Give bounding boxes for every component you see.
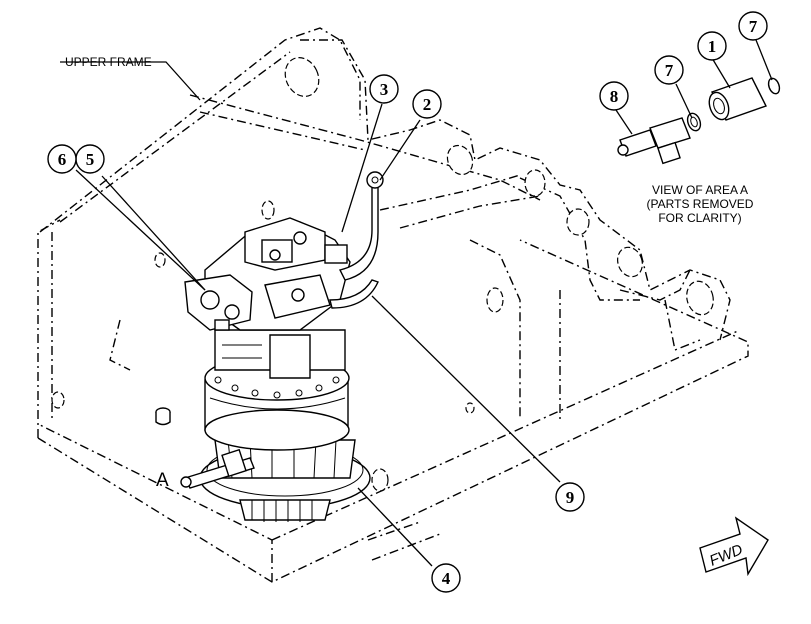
callout-1: 1	[697, 31, 727, 61]
forward-arrow: FWD	[699, 516, 769, 577]
view-area-a-parts	[617, 77, 781, 165]
callout-3: 3	[369, 74, 399, 104]
view-area-a-title: VIEW OF AREA A	[652, 183, 748, 197]
area-a-label: A	[156, 470, 169, 491]
callout-6: 6	[47, 144, 77, 174]
callout-9-number: 9	[566, 488, 575, 507]
hose	[329, 171, 384, 309]
callout-6-number: 6	[58, 150, 67, 169]
leader-lines	[60, 39, 773, 567]
callout-5-number: 5	[86, 150, 95, 169]
callout-2: 2	[412, 89, 442, 119]
callout-9: 9	[555, 482, 585, 512]
callout-7-right: 7	[738, 11, 768, 41]
callout-3-number: 3	[380, 80, 389, 99]
callout-7-left: 7	[654, 55, 684, 85]
callout-8-number: 8	[610, 87, 619, 106]
upper-frame-label: UPPER FRAME	[65, 55, 152, 69]
callout-8: 8	[599, 81, 629, 111]
callout-7-right-number: 7	[749, 17, 758, 36]
callout-5: 5	[75, 144, 105, 174]
upper-frame-outline	[37, 27, 749, 583]
callout-1-number: 1	[708, 37, 717, 56]
callout-2-number: 2	[423, 95, 432, 114]
view-area-a-note-line1: (PARTS REMOVED	[647, 197, 754, 211]
callout-4-number: 4	[442, 569, 451, 588]
view-area-a-note-line2: FOR CLARITY)	[658, 211, 741, 225]
callout-7-left-number: 7	[665, 61, 674, 80]
area-a-valve	[180, 448, 255, 489]
callout-4: 4	[431, 563, 461, 593]
